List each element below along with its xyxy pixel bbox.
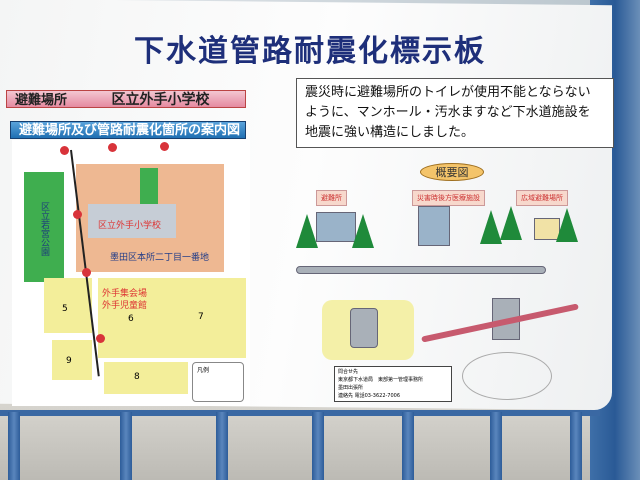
phone-label: 連絡先	[338, 393, 354, 399]
phone-number: 電話03-3622-7006	[354, 393, 401, 399]
railing-post	[120, 412, 132, 480]
block-number: 5	[62, 304, 68, 314]
map-legend: 凡例	[192, 362, 244, 402]
map-heading: 避難場所及び管路耐震化箇所の案内図	[10, 121, 246, 139]
notice-line: ように、マンホール・汚水ますなど下水道施設を	[305, 105, 591, 120]
shelter-building-icon	[316, 212, 356, 242]
tag-shelter: 避難所	[316, 190, 347, 206]
railing-post	[8, 412, 20, 480]
contact-label: 問合せ先	[338, 369, 359, 375]
hospital-building-icon	[418, 206, 450, 246]
school-building	[88, 204, 176, 238]
school-label: 区立外手小学校	[98, 221, 162, 231]
block-number: 6	[128, 314, 134, 324]
manhole-marker	[60, 146, 69, 155]
joint-detail-panel	[322, 300, 414, 360]
block-number: 7	[198, 312, 204, 322]
area-map: 区立若宮公園 区立外手小学校 墨田区本所二丁目一番地 5 6 7 外手集会場 外…	[12, 140, 250, 406]
manhole-marker	[108, 143, 117, 152]
manhole-marker	[73, 210, 82, 219]
tree-icon	[556, 208, 578, 242]
tree-icon	[500, 206, 522, 240]
manhole-marker	[96, 334, 105, 343]
evacuation-site-bar: 避難場所 区立外手小学校	[6, 90, 246, 108]
legend-title: 凡例	[197, 367, 210, 374]
notice-line: 震災時に避難場所のトイレが使用不能とならない	[305, 85, 591, 100]
evacuation-name: 区立外手小学校	[111, 92, 210, 108]
tree-icon	[480, 210, 502, 244]
overview-heading: 概要図	[420, 163, 484, 181]
tag-wide-area: 広域避難場所	[516, 190, 568, 206]
block-5: 5	[44, 278, 92, 333]
railing-post	[312, 412, 324, 480]
contact-org: 東京都下水道局 東部第一管理事務所	[338, 377, 424, 383]
notice-line: 地震に強い構造にしました。	[305, 125, 475, 140]
manhole-marker	[82, 268, 91, 277]
park-block: 区立若宮公園	[24, 172, 64, 282]
railing-post	[216, 412, 228, 480]
railing	[0, 410, 600, 416]
hall1-label: 外手集会場	[102, 289, 148, 299]
address-label: 墨田区本所二丁目一番地	[110, 253, 210, 263]
sewer-main-pipe	[296, 266, 546, 274]
hall2-label: 外手児童館	[102, 301, 148, 311]
railing-post	[402, 412, 414, 480]
park-label: 区立若宮公園	[39, 202, 49, 256]
manhole-marker	[160, 142, 169, 151]
tree-icon	[296, 214, 318, 248]
sign-title: 下水道管路耐震化標示板	[134, 34, 486, 69]
block-6-7: 6 7	[98, 278, 246, 358]
evacuation-label: 避難場所	[15, 93, 68, 108]
school-field	[140, 168, 158, 204]
notice-box: 震災時に避難場所のトイレが使用不能とならない ように、マンホール・汚水ますなど下…	[296, 78, 614, 148]
block-number: 8	[134, 372, 140, 382]
tree-icon	[352, 214, 374, 248]
block-number: 9	[66, 356, 72, 366]
tag-medical: 災害時後方医療施設	[412, 190, 485, 206]
block-9: 9	[52, 340, 92, 380]
manhole-joint-icon	[350, 308, 378, 348]
railing-post	[490, 412, 502, 480]
block-8: 8	[104, 362, 188, 394]
contact-office: 墨田出張所	[338, 385, 364, 391]
detail-circle	[462, 352, 552, 400]
contact-box: 問合せ先 東京都下水道局 東部第一管理事務所 墨田出張所 連絡先 電話03-36…	[334, 366, 452, 402]
railing-post	[570, 412, 582, 480]
